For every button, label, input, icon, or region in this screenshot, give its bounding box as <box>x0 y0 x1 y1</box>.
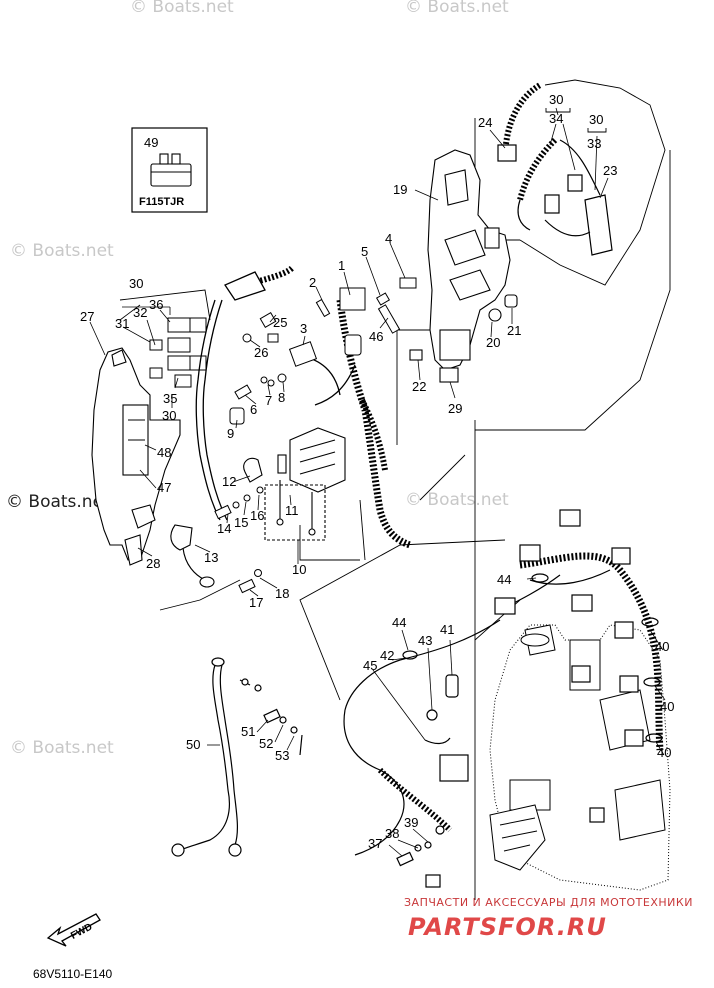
brand-subtitle: ЗАПЧАСТИ И АКСЕССУАРЫ ДЛЯ МОТОТЕХНИКИ <box>404 896 693 909</box>
callout-22: 22 <box>412 379 426 394</box>
callout-13: 13 <box>204 550 218 565</box>
callout-38: 38 <box>385 826 399 841</box>
callout-46: 46 <box>369 329 383 344</box>
watermark: © Boats.net <box>405 0 509 17</box>
cover-plate <box>91 347 181 566</box>
callout-40-c: 40 <box>657 745 671 760</box>
engine-block <box>489 624 671 891</box>
callout-19: 19 <box>393 182 407 197</box>
left-harness <box>195 265 412 549</box>
callout-7: 7 <box>265 393 272 408</box>
callout-34: 34 <box>549 111 563 126</box>
callout-1: 1 <box>338 258 345 273</box>
callout-50: 50 <box>186 737 200 752</box>
callout-10: 10 <box>292 562 306 577</box>
inset-model-label: F115TJR <box>139 196 184 208</box>
callout-52: 52 <box>259 736 273 751</box>
callout-33: 33 <box>587 136 601 151</box>
watermark: © Boats.net <box>10 241 114 261</box>
callout-18: 18 <box>275 586 289 601</box>
relay-pack <box>149 317 207 388</box>
callout-30-left-bottom: 30 <box>162 408 176 423</box>
callout-48: 48 <box>157 445 171 460</box>
callout-40-b: 40 <box>660 699 674 714</box>
callout-5: 5 <box>361 244 368 259</box>
callout-28: 28 <box>146 556 160 571</box>
callout-2: 2 <box>309 275 316 290</box>
brand-logo: ЗАПЧАСТИ И АКСЕССУАРЫ ДЛЯ МОТОТЕХНИКИ PA… <box>404 896 693 941</box>
callout-27: 27 <box>80 309 94 324</box>
callout-20: 20 <box>486 335 500 350</box>
diagram-code: 68V5110-E140 <box>33 967 113 981</box>
callout-4: 4 <box>385 231 392 246</box>
watermark-dark: © Boats.net <box>6 492 110 512</box>
callout-45: 45 <box>363 658 377 673</box>
callout-30-top: 30 <box>549 92 563 107</box>
brand-name: PARTSFOR.RU <box>408 913 607 941</box>
callout-15: 15 <box>234 515 248 530</box>
callout-21: 21 <box>507 323 521 338</box>
callout-9: 9 <box>227 426 234 441</box>
watermarks: © Boats.net © Boats.net © Boats.net © Bo… <box>6 0 509 758</box>
rectifier-regulator <box>264 427 346 541</box>
callout-43: 43 <box>418 633 432 648</box>
inset-part-number: 49 <box>144 135 158 150</box>
starter-relay-cap <box>170 457 263 588</box>
callout-26: 26 <box>254 345 268 360</box>
fwd-label: FWD <box>69 922 94 942</box>
watermark: © Boats.net <box>405 490 509 510</box>
callout-51: 51 <box>241 724 255 739</box>
callout-37: 37 <box>368 836 382 851</box>
callout-16: 16 <box>250 508 264 523</box>
callout-44-a: 44 <box>497 572 511 587</box>
callout-41: 41 <box>440 622 454 637</box>
watermark: © Boats.net <box>10 738 114 758</box>
callout-32: 32 <box>133 305 147 320</box>
callout-31: 31 <box>115 316 129 331</box>
callout-44-b: 44 <box>392 615 406 630</box>
callouts: 1 2 3 4 5 6 7 8 9 10 11 12 13 14 15 16 1… <box>80 92 674 851</box>
callout-23: 23 <box>603 163 617 178</box>
variant-inset: 49 F115TJR <box>131 127 208 213</box>
watermark: © Boats.net <box>130 0 234 17</box>
callout-3: 3 <box>300 321 307 336</box>
callout-35: 35 <box>163 391 177 406</box>
callout-30-right: 30 <box>589 112 603 127</box>
callout-42: 42 <box>380 648 394 663</box>
fwd-arrow-icon: FWD <box>46 913 101 947</box>
callout-29: 29 <box>448 401 462 416</box>
top-right-harness <box>497 82 613 256</box>
leader-lines <box>89 107 666 857</box>
callout-40-a: 40 <box>655 639 669 654</box>
electrical-bracket <box>409 149 518 383</box>
callout-24: 24 <box>478 115 492 130</box>
battery-cables <box>171 657 303 857</box>
callout-12: 12 <box>222 474 236 489</box>
callout-47: 47 <box>157 480 171 495</box>
right-harness <box>343 509 664 888</box>
callout-14: 14 <box>217 521 231 536</box>
callout-11: 11 <box>285 503 299 518</box>
callout-6: 6 <box>250 402 257 417</box>
callout-25: 25 <box>273 315 287 330</box>
callout-17: 17 <box>249 595 263 610</box>
callout-30-left-top: 30 <box>129 276 143 291</box>
connector-icon <box>150 153 192 187</box>
group-brackets <box>545 108 607 133</box>
fasteners-left <box>214 277 417 594</box>
callout-8: 8 <box>278 390 285 405</box>
callout-36: 36 <box>149 297 163 312</box>
callout-39: 39 <box>404 815 418 830</box>
callout-53: 53 <box>275 748 289 763</box>
